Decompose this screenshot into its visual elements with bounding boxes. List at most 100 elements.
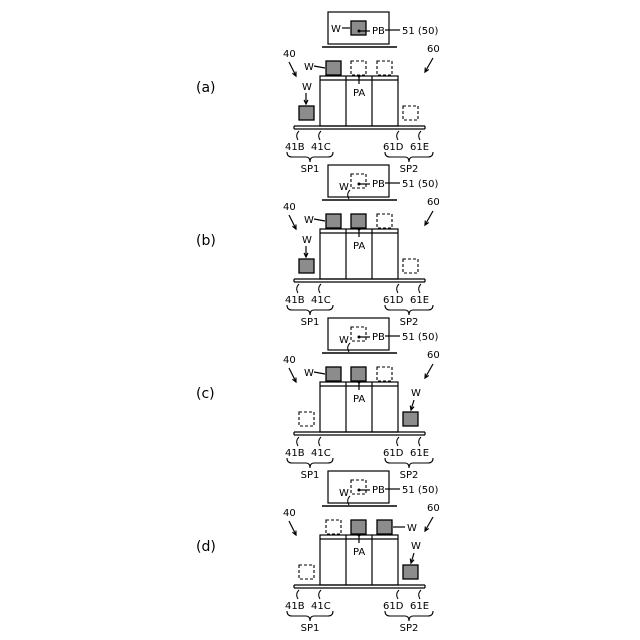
w-41c-leader <box>314 219 325 221</box>
label-pa: PA <box>353 88 365 99</box>
wafer-41c <box>326 61 341 75</box>
label-pb: PB <box>372 26 385 37</box>
label-w-41c: W <box>304 368 314 379</box>
tick-41b <box>297 284 299 293</box>
label-61d: 61D <box>383 448 404 459</box>
label-pb: PB <box>372 179 385 190</box>
label-41c: 41C <box>311 448 331 459</box>
label-w-pb: W <box>339 182 349 193</box>
label-pb: PB <box>372 485 385 496</box>
panel-c: (c)PB51 (50)4060PAWWW41B41C61D61ESP1SP2 <box>196 318 440 481</box>
w-41c-leader <box>314 66 325 68</box>
tick-61e <box>419 131 421 140</box>
label-41c: 41C <box>311 142 331 153</box>
label-w-pb: W <box>331 24 341 35</box>
label-w-61d: W <box>407 523 417 534</box>
tick-61e <box>419 284 421 293</box>
label-40: 40 <box>283 355 296 366</box>
brace-sp2 <box>385 305 433 315</box>
arrow-w-41b <box>304 93 308 104</box>
arrow-w-41b <box>304 246 308 257</box>
brace-sp2 <box>385 611 433 621</box>
wafer-pa <box>351 520 366 534</box>
wafer-61e <box>403 412 418 426</box>
label-60: 60 <box>427 197 440 208</box>
label-60: 60 <box>427 350 440 361</box>
wafer-41b <box>299 565 314 579</box>
w-41c-leader <box>314 372 325 374</box>
wafer-41c <box>326 520 341 534</box>
tick-61e <box>419 590 421 599</box>
label-pb: PB <box>372 332 385 343</box>
label-61e: 61E <box>410 142 429 153</box>
brace-sp1 <box>287 152 333 162</box>
label-41b: 41B <box>285 142 305 153</box>
tick-41c <box>319 437 321 446</box>
label-60: 60 <box>427 503 440 514</box>
panel-a: (a)PB51 (50)4060PAWWW41B41C61D61ESP1SP2 <box>196 12 440 175</box>
arrow-60 <box>425 517 433 531</box>
wafer-61d <box>377 214 392 228</box>
arrow-w-61e <box>410 400 414 410</box>
label-61e: 61E <box>410 295 429 306</box>
label-61d: 61D <box>383 142 404 153</box>
arrow-40 <box>289 521 296 535</box>
tick-61d <box>397 284 399 293</box>
label-61d: 61D <box>383 295 404 306</box>
wafer-61e <box>403 259 418 273</box>
wafer-41b <box>299 259 314 273</box>
wafer-pa <box>351 61 366 75</box>
arrow-w-61e <box>410 553 414 563</box>
wafer-41c <box>326 214 341 228</box>
label-61e: 61E <box>410 448 429 459</box>
wafer-41b <box>299 412 314 426</box>
label-sp2: SP2 <box>400 164 419 175</box>
brace-sp1 <box>287 611 333 621</box>
wafer-61d <box>377 367 392 381</box>
label-sp1: SP1 <box>301 623 320 634</box>
label-holder: 51 (50) <box>402 332 439 343</box>
tick-61d <box>397 590 399 599</box>
wafer-61e <box>403 106 418 120</box>
panel-b: (b)PB51 (50)4060PAWWW41B41C61D61ESP1SP2 <box>196 165 440 328</box>
label-w-41c: W <box>304 215 314 226</box>
panel-label: (c) <box>196 386 215 402</box>
wafer-61d <box>377 520 392 534</box>
tick-41c <box>319 590 321 599</box>
tick-41c <box>319 284 321 293</box>
label-41b: 41B <box>285 295 305 306</box>
label-holder: 51 (50) <box>402 26 439 37</box>
wafer-pb <box>351 480 366 494</box>
panel-label: (a) <box>196 80 216 96</box>
label-pa: PA <box>353 547 365 558</box>
arrow-60 <box>425 58 433 72</box>
label-w-41b: W <box>302 82 312 93</box>
label-w-pb: W <box>339 335 349 346</box>
label-holder: 51 (50) <box>402 179 439 190</box>
label-holder: 51 (50) <box>402 485 439 496</box>
brace-sp2 <box>385 152 433 162</box>
label-sp2: SP2 <box>400 623 419 634</box>
wafer-61e <box>403 565 418 579</box>
wafer-61d <box>377 61 392 75</box>
tick-41b <box>297 590 299 599</box>
label-61e: 61E <box>410 601 429 612</box>
label-40: 40 <box>283 508 296 519</box>
label-w-61e: W <box>411 388 421 399</box>
label-sp2: SP2 <box>400 317 419 328</box>
wafer-41c <box>326 367 341 381</box>
label-40: 40 <box>283 49 296 60</box>
label-sp1: SP1 <box>301 470 320 481</box>
arrow-60 <box>425 211 433 225</box>
brace-sp1 <box>287 305 333 315</box>
tick-41c <box>319 131 321 140</box>
tick-41b <box>297 437 299 446</box>
panel-d: (d)PB51 (50)4060PAWWW41B41C61D61ESP1SP2 <box>196 471 440 634</box>
tick-61e <box>419 437 421 446</box>
label-sp2: SP2 <box>400 470 419 481</box>
label-61d: 61D <box>383 601 404 612</box>
brace-sp2 <box>385 458 433 468</box>
label-41b: 41B <box>285 448 305 459</box>
label-41b: 41B <box>285 601 305 612</box>
